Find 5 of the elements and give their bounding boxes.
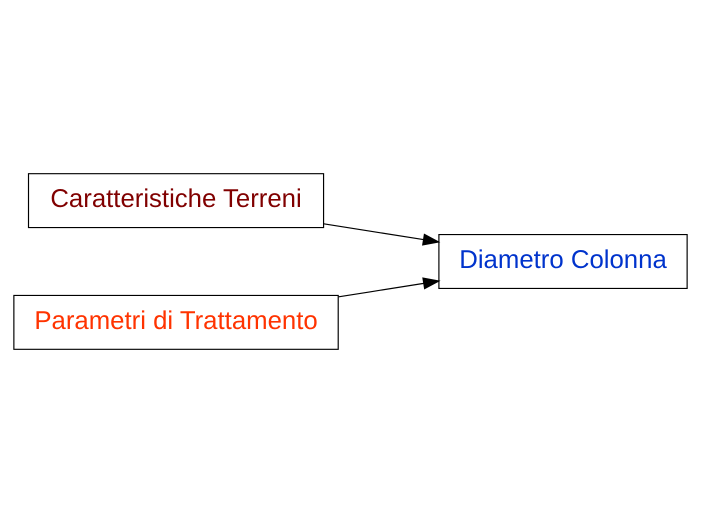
node-box: Parametri di Trattamento — [13, 294, 339, 350]
arrow — [324, 223, 440, 246]
node-box: Caratteristiche Terreni — [28, 173, 324, 228]
arrow — [338, 277, 441, 298]
node-box: Diametro Colonna — [438, 234, 688, 290]
